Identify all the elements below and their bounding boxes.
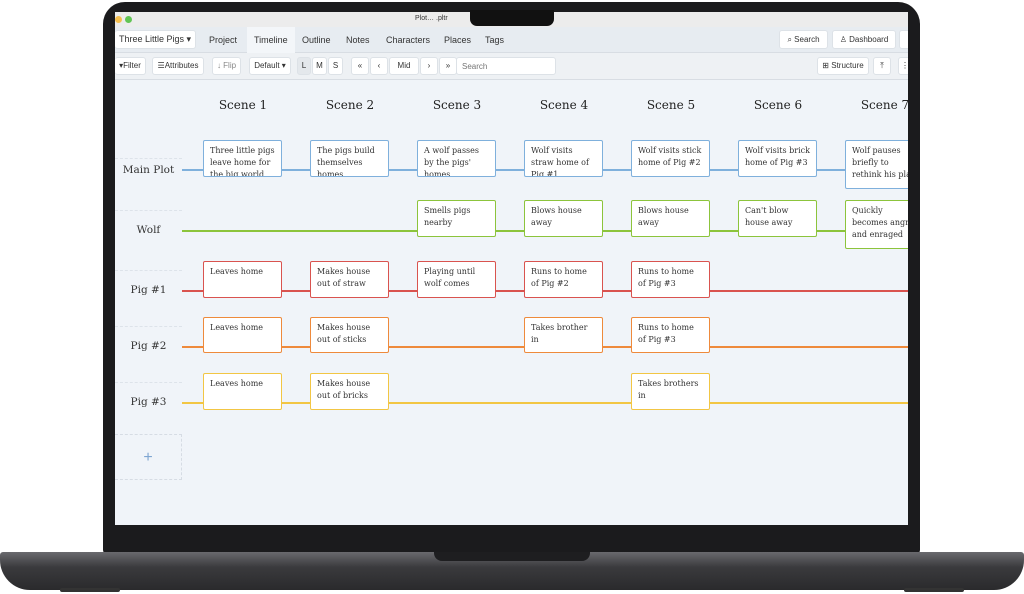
last-button[interactable]: » bbox=[439, 57, 457, 75]
project-selector[interactable]: Three Little Pigs ▾ bbox=[115, 30, 197, 49]
timeline-search-input[interactable] bbox=[456, 57, 556, 75]
row-separator bbox=[115, 210, 182, 211]
user-icon: ♙ bbox=[839, 35, 850, 44]
scene-card[interactable]: Wolf pauses briefly to rethink his plan bbox=[845, 140, 908, 189]
tab-places[interactable]: Places bbox=[444, 35, 472, 45]
scene-card[interactable]: Quickly becomes angry and enraged bbox=[845, 200, 908, 249]
laptop-foot bbox=[60, 588, 120, 592]
more-icon: ⋮ bbox=[901, 61, 908, 70]
search-button[interactable]: ⌕ Search bbox=[779, 30, 828, 49]
zoom-button[interactable] bbox=[125, 16, 132, 23]
row-label[interactable]: Main Plot bbox=[122, 164, 175, 176]
size-small[interactable]: S bbox=[328, 57, 343, 75]
tab-outline[interactable]: Outline bbox=[302, 35, 331, 45]
size-medium[interactable]: M bbox=[312, 57, 327, 75]
scene-card[interactable]: Wolf visits brick home of Pig #3 bbox=[738, 140, 817, 177]
structure-icon: ⊞ bbox=[822, 61, 832, 70]
default-dropdown[interactable]: Default ▾ bbox=[249, 57, 291, 75]
add-row-button[interactable]: + bbox=[115, 434, 182, 480]
export-button[interactable]: ⤒ bbox=[873, 57, 891, 75]
search-icon: ⌕ bbox=[787, 35, 795, 44]
scene-card[interactable]: Makes house out of bricks bbox=[310, 373, 389, 410]
row-separator bbox=[115, 158, 182, 159]
scene-card[interactable]: Leaves home bbox=[203, 317, 282, 353]
camera-notch bbox=[470, 10, 554, 26]
flip-button[interactable]: ↓ Flip bbox=[212, 57, 241, 75]
tab-characters[interactable]: Characters bbox=[386, 35, 431, 45]
laptop-hinge bbox=[434, 552, 590, 561]
laptop-foot bbox=[904, 588, 964, 592]
scene-card[interactable]: The pigs build themselves homes bbox=[310, 140, 389, 177]
filter-button[interactable]: ▾Filter bbox=[115, 57, 146, 75]
more-button[interactable]: ⋮ bbox=[898, 57, 908, 75]
scene-header[interactable]: Scene 3 bbox=[432, 98, 482, 112]
scene-card[interactable]: Runs to home of Pig #3 bbox=[631, 261, 710, 298]
dashboard-button[interactable]: ♙ Dashboard bbox=[832, 30, 896, 49]
scene-header[interactable]: Scene 7 bbox=[860, 98, 908, 112]
row-separator bbox=[115, 382, 182, 383]
tab-timeline[interactable]: Timeline bbox=[247, 27, 295, 53]
tab-tags[interactable]: Tags bbox=[485, 35, 505, 45]
row-label[interactable]: Pig #3 bbox=[130, 396, 167, 408]
scene-header[interactable]: Scene 6 bbox=[753, 98, 803, 112]
scene-card[interactable]: Takes brother in bbox=[524, 317, 603, 353]
scene-card[interactable]: Leaves home bbox=[203, 373, 282, 410]
size-large[interactable]: L bbox=[297, 57, 311, 75]
scene-header[interactable]: Scene 4 bbox=[539, 98, 589, 112]
scene-card[interactable]: Takes brothers in bbox=[631, 373, 710, 410]
row-label[interactable]: Pig #2 bbox=[130, 340, 167, 352]
scene-card[interactable]: Runs to home of Pig #3 bbox=[631, 317, 710, 353]
window-title: Plot… .pltr bbox=[415, 15, 448, 22]
scene-card[interactable]: Blows house away bbox=[524, 200, 603, 237]
row-label[interactable]: Pig #1 bbox=[130, 284, 167, 296]
scene-header[interactable]: Scene 1 bbox=[218, 98, 268, 112]
scene-header[interactable]: Scene 5 bbox=[646, 98, 696, 112]
scene-card[interactable]: Three little pigs leave home for the big… bbox=[203, 140, 282, 177]
scene-card[interactable]: Leaves home bbox=[203, 261, 282, 298]
filter-icon: ▾ bbox=[119, 61, 124, 70]
tab-notes[interactable]: Notes bbox=[346, 35, 370, 45]
row-separator bbox=[115, 270, 182, 271]
main-nav: Three Little Pigs ▾ Project Timeline Outli… bbox=[115, 27, 908, 53]
scene-card[interactable]: A wolf passes by the pigs' homes bbox=[417, 140, 496, 177]
scene-card[interactable]: Makes house out of straw bbox=[310, 261, 389, 298]
tab-project[interactable]: Project bbox=[209, 35, 238, 45]
notifications-button[interactable] bbox=[899, 30, 908, 49]
scene-header[interactable]: Scene 2 bbox=[325, 98, 375, 112]
minimize-button[interactable] bbox=[115, 16, 122, 23]
mid-button[interactable]: Mid bbox=[389, 57, 419, 75]
toolbar: ▾Filter ☰Attributes ↓ Flip Default ▾ L M… bbox=[115, 53, 908, 80]
scene-card[interactable]: Playing until wolf comes bbox=[417, 261, 496, 298]
scene-card[interactable]: Runs to home of Pig #2 bbox=[524, 261, 603, 298]
row-line bbox=[182, 402, 908, 404]
attributes-button[interactable]: ☰Attributes bbox=[152, 57, 204, 75]
scene-card[interactable]: Wolf visits straw home of Pig #1 bbox=[524, 140, 603, 177]
structure-button[interactable]: ⊞ Structure bbox=[817, 57, 869, 75]
scene-card[interactable]: Makes house out of sticks bbox=[310, 317, 389, 353]
scene-card[interactable]: Can't blow house away bbox=[738, 200, 817, 237]
list-icon: ☰ bbox=[157, 61, 165, 70]
first-button[interactable]: « bbox=[351, 57, 369, 75]
row-label[interactable]: Wolf bbox=[136, 224, 161, 236]
scene-card[interactable]: Wolf visits stick home of Pig #2 bbox=[631, 140, 710, 177]
export-icon: ⤒ bbox=[880, 61, 884, 70]
prev-button[interactable]: ‹ bbox=[370, 57, 388, 75]
scene-card[interactable]: Blows house away bbox=[631, 200, 710, 237]
timeline-canvas: + Scene 1 Scene 2 Scene 3 Scene 4 Scene 5 Sce… bbox=[115, 80, 908, 525]
next-button[interactable]: › bbox=[420, 57, 438, 75]
row-separator bbox=[115, 326, 182, 327]
scene-card[interactable]: Smells pigs nearby bbox=[417, 200, 496, 237]
